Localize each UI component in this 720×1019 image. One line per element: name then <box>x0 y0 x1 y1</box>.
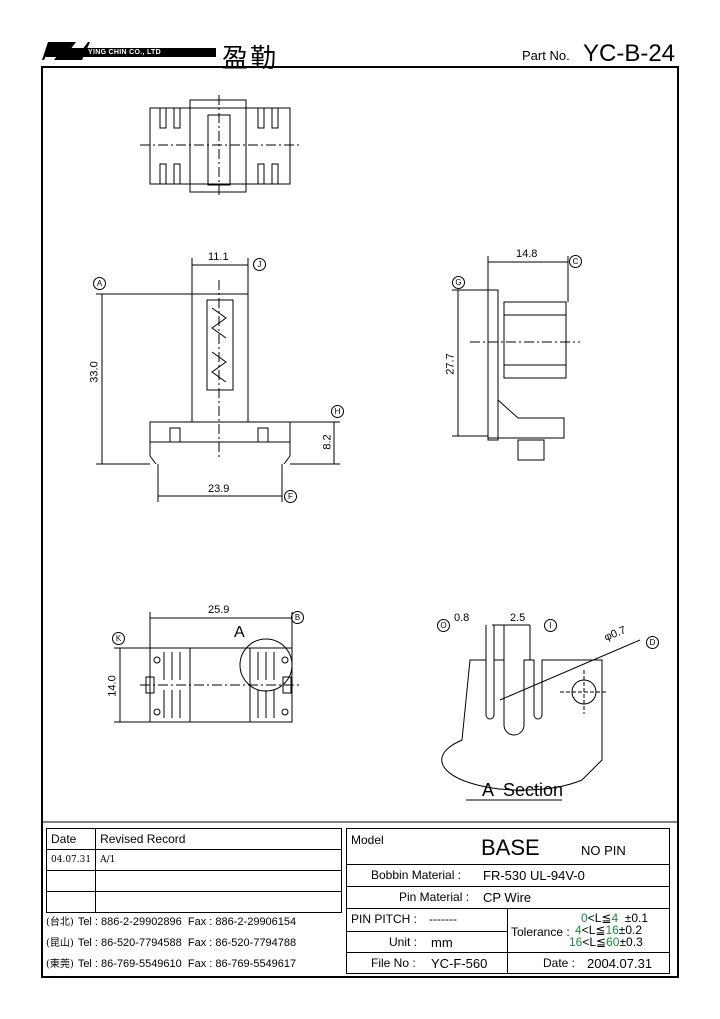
dim-section-pitch-b: 2.5 <box>510 612 526 624</box>
contact-fax: Fax : 886-2-29906154 <box>187 916 297 928</box>
side-view <box>452 256 580 461</box>
pin-row: Pin Material : CP Wire <box>347 886 669 908</box>
revision-record: A/1 <box>95 849 342 871</box>
tol-pm: ±0.2 <box>618 923 643 937</box>
contact-fax: Fax : 86-520-7794788 <box>187 937 297 949</box>
file-label: File No : <box>371 956 416 970</box>
section-title: A Section <box>482 780 564 800</box>
tol-pm: ±0.1 <box>624 911 649 925</box>
ref-H: H <box>331 405 344 418</box>
pitch-value: ------- <box>429 912 457 926</box>
dim-height-total: 33.0 <box>88 361 101 383</box>
pitch-label: PIN PITCH : <box>351 912 418 926</box>
tolerance-label: Tolerance : <box>511 925 570 939</box>
contact-tel: Tel : 886-2-29902896 <box>77 916 182 928</box>
pin-value: CP Wire <box>483 890 532 905</box>
dim-plan-width: 25.9 <box>208 604 230 616</box>
bobbin-value: FR-530 UL-94V-0 <box>483 868 585 883</box>
part-number-label: Part No. <box>522 48 570 63</box>
model-value: BASE <box>481 835 540 860</box>
dim-base-width: 23.9 <box>208 483 230 495</box>
bobbin-label: Bobbin Material : <box>371 868 462 882</box>
company-name-cn: 盈勤 <box>222 44 279 74</box>
spec-box: Model BASE NO PIN Bobbin Material : FR-5… <box>346 828 670 974</box>
tol-mid: <L≦ <box>581 923 606 937</box>
dim-plan-depth: 14.0 <box>106 675 119 697</box>
model-note: NO PIN <box>581 843 626 858</box>
ref-I: I <box>544 619 557 632</box>
dim-top-width: 11.1 <box>208 251 229 263</box>
tol-pm: ±0.3 <box>619 935 643 949</box>
drawing-frame <box>41 66 679 978</box>
contact-city: (東莞) <box>46 959 74 970</box>
model-label: Model <box>351 833 384 847</box>
contact-city: (台北) <box>46 917 74 928</box>
unit-value: mm <box>431 935 453 950</box>
revision-record <box>95 891 342 913</box>
section-view <box>441 624 641 801</box>
top-view <box>140 95 300 195</box>
contact-row: (台北)Tel : 886-2-29902896 Fax : 886-2-299… <box>46 912 342 933</box>
part-number-value: YC-B-24 <box>583 40 676 67</box>
ref-J: J <box>253 258 266 271</box>
tolerance-row: 16<L≦60±0.3 <box>569 935 643 949</box>
tol-lo: 16 <box>569 935 583 949</box>
dim-side-height: 27.7 <box>444 353 457 375</box>
contact-tel: Tel : 86-769-5549610 <box>77 958 182 970</box>
tol-mid: <L≦ <box>582 935 607 949</box>
revision-date-header: Date <box>45 828 97 850</box>
bobbin-row: Bobbin Material : FR-530 UL-94V-0 <box>347 864 669 886</box>
contact-tel: Tel : 86-520-7794588 <box>77 937 182 949</box>
ref-C: C <box>569 255 582 268</box>
contact-row: (昆山)Tel : 86-520-7794588 Fax : 86-520-77… <box>46 933 342 954</box>
tol-hi: 16 <box>605 923 619 937</box>
ref-F: F <box>284 490 297 503</box>
pin-label: Pin Material : <box>399 890 470 904</box>
file-value: YC-F-560 <box>431 956 488 971</box>
revision-date: 04.07.31 <box>45 849 97 871</box>
revision-record-header: Revised Record <box>95 828 342 850</box>
pitch-tol-row: PIN PITCH : ------- Unit : mm Tolerance … <box>347 908 669 953</box>
contact-city: (昆山) <box>46 938 74 949</box>
contact-row: (東莞)Tel : 86-769-5549610 Fax : 86-769-55… <box>46 954 342 975</box>
date-label: Date : <box>543 956 576 970</box>
ref-D: D <box>646 636 659 649</box>
ref-K: K <box>112 632 125 645</box>
revision-date <box>45 891 97 913</box>
ref-A: A <box>93 277 106 290</box>
dim-side-depth: 14.8 <box>516 248 538 260</box>
ref-O: O <box>437 619 450 632</box>
company-name-en: YING CHIN CO., LTD <box>46 48 216 57</box>
tol-hi: 60 <box>606 935 620 949</box>
contact-fax: Fax : 86-769-5549617 <box>187 958 297 970</box>
unit-label: Unit : <box>389 935 418 949</box>
tol-lo: 4 <box>575 923 582 937</box>
detail-label: A <box>234 624 245 641</box>
dim-bottom-height: 8.2 <box>321 434 334 450</box>
ref-G: G <box>452 276 465 289</box>
tolerance-row: 4<L≦16±0.2 <box>575 923 642 937</box>
tol-mid: <L≦ <box>587 911 612 925</box>
dim-section-pitch-a: 0.8 <box>454 612 470 624</box>
contact-list: (台北)Tel : 886-2-29902896 Fax : 886-2-299… <box>46 912 342 975</box>
tol-lo: 0 <box>581 911 588 925</box>
date-value: 2004.07.31 <box>587 956 653 971</box>
plan-view <box>114 612 300 723</box>
revision-date <box>45 870 97 892</box>
front-view <box>96 258 340 502</box>
ref-B: B <box>291 611 304 624</box>
tolerance-row: 0<L≦4 ±0.1 <box>581 911 648 925</box>
tol-hi: 4 <box>611 911 619 925</box>
revision-record <box>95 870 342 892</box>
